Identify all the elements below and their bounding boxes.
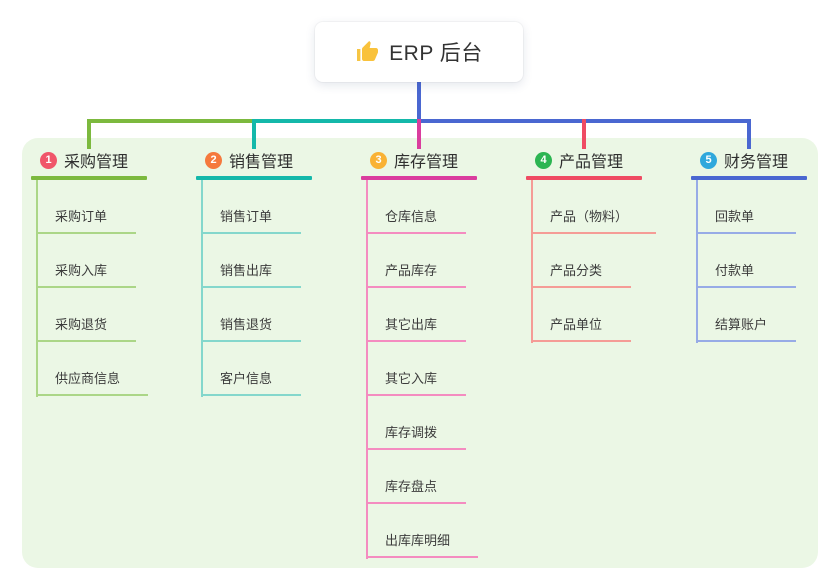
mindmap-node-label: 采购退货 bbox=[55, 317, 108, 332]
mindmap-node-label: 仓库信息 bbox=[385, 209, 438, 224]
branch-title-node[interactable]: 2 销售管理 bbox=[196, 148, 356, 172]
mindmap-node[interactable]: 采购入库 bbox=[36, 234, 136, 288]
branch-connector-h-3 bbox=[417, 119, 421, 123]
branch-title-label: 财务管理 bbox=[724, 154, 789, 171]
mindmap-node[interactable]: 采购退货 bbox=[36, 288, 136, 342]
branch-column-3: 3 库存管理 仓库信息产品库存其它出库其它入库库存调拨库存盘点出库库明细 bbox=[361, 148, 521, 559]
branch-children: 采购订单采购入库采购退货供应商信息 bbox=[36, 180, 191, 397]
mindmap-node[interactable]: 客户信息 bbox=[201, 342, 301, 396]
mindmap-node[interactable]: 其它出库 bbox=[366, 288, 466, 342]
branch-column-4: 4 产品管理 产品（物料） 产品分类产品单位 bbox=[526, 148, 686, 343]
mindmap-node[interactable]: 采购订单 bbox=[36, 180, 136, 234]
mindmap-node-label: 结算账户 bbox=[715, 317, 768, 332]
children-trunk-line bbox=[531, 180, 533, 343]
root-node-erp[interactable]: ERP 后台 bbox=[315, 22, 523, 82]
branch-underline bbox=[361, 176, 477, 180]
mindmap-node-label: 其它入库 bbox=[385, 371, 438, 386]
mindmap-node[interactable]: 库存盘点 bbox=[366, 450, 466, 504]
mindmap-node-label: 产品单位 bbox=[550, 317, 603, 332]
branch-connector-h-1 bbox=[87, 119, 421, 123]
root-stem-line bbox=[417, 82, 421, 121]
mindmap-node-label: 采购订单 bbox=[55, 209, 108, 224]
mindmap-node-label: 采购入库 bbox=[55, 263, 108, 278]
branch-number-badge: 3 bbox=[370, 151, 387, 169]
mindmap-node-label: 产品（物料） bbox=[550, 209, 629, 224]
mindmap-node-label: 出库库明细 bbox=[385, 533, 451, 548]
branch-column-1: 1 采购管理 采购订单采购入库采购退货供应商信息 bbox=[31, 148, 191, 397]
branch-children: 销售订单销售出库销售退货客户信息 bbox=[201, 180, 356, 397]
mindmap-node[interactable]: 产品（物料） bbox=[531, 180, 657, 234]
branch-title-node[interactable]: 4 产品管理 bbox=[526, 148, 686, 172]
children-trunk-line bbox=[366, 180, 368, 559]
mindmap-node-label: 销售订单 bbox=[220, 209, 273, 224]
branch-children: 仓库信息产品库存其它出库其它入库库存调拨库存盘点出库库明细 bbox=[366, 180, 521, 559]
root-node-label: ERP 后台 bbox=[389, 42, 483, 65]
branch-title-node[interactable]: 1 采购管理 bbox=[31, 148, 191, 172]
branch-title-node[interactable]: 5 财务管理 bbox=[691, 148, 839, 172]
mindmap-node[interactable]: 结算账户 bbox=[696, 288, 796, 342]
branch-connector-h-2 bbox=[252, 119, 421, 123]
children-trunk-line bbox=[201, 180, 203, 397]
branch-column-2: 2 销售管理 销售订单销售出库销售退货客户信息 bbox=[196, 148, 356, 397]
branch-number-badge: 5 bbox=[700, 151, 717, 169]
branch-number-badge: 1 bbox=[40, 151, 57, 169]
branch-column-5: 5 财务管理 回款单付款单结算账户 bbox=[691, 148, 839, 343]
branch-underline bbox=[196, 176, 312, 180]
mindmap-node-label: 供应商信息 bbox=[55, 371, 121, 386]
branch-title-label: 库存管理 bbox=[394, 154, 459, 171]
branch-number-badge: 4 bbox=[535, 151, 552, 169]
mindmap-node-label: 其它出库 bbox=[385, 317, 438, 332]
mindmap-node-label: 库存盘点 bbox=[385, 479, 438, 494]
mindmap-node[interactable]: 出库库明细 bbox=[366, 504, 479, 558]
mindmap-node-label: 库存调拨 bbox=[385, 425, 438, 440]
mindmap-panel bbox=[22, 138, 818, 568]
mindmap-node[interactable]: 供应商信息 bbox=[36, 342, 149, 396]
branch-title-label: 采购管理 bbox=[64, 154, 129, 171]
branch-underline bbox=[526, 176, 642, 180]
branch-connector-h-4 bbox=[417, 119, 586, 123]
branch-title-node[interactable]: 3 库存管理 bbox=[361, 148, 521, 172]
mindmap-node[interactable]: 回款单 bbox=[696, 180, 796, 234]
mindmap-node-label: 付款单 bbox=[715, 263, 755, 278]
mindmap-node[interactable]: 产品库存 bbox=[366, 234, 466, 288]
mindmap-node[interactable]: 库存调拨 bbox=[366, 396, 466, 450]
mindmap-node-label: 回款单 bbox=[715, 209, 755, 224]
branch-title-label: 销售管理 bbox=[229, 154, 294, 171]
mindmap-node-label: 客户信息 bbox=[220, 371, 273, 386]
branch-underline bbox=[691, 176, 807, 180]
branch-connector-h-5 bbox=[417, 119, 751, 123]
branch-title-label: 产品管理 bbox=[559, 154, 624, 171]
mindmap-node[interactable]: 其它入库 bbox=[366, 342, 466, 396]
branch-underline bbox=[31, 176, 147, 180]
branch-children: 回款单付款单结算账户 bbox=[696, 180, 839, 343]
mindmap-node-label: 产品库存 bbox=[385, 263, 438, 278]
mindmap-node[interactable]: 销售退货 bbox=[201, 288, 301, 342]
mindmap-node-label: 销售退货 bbox=[220, 317, 273, 332]
mindmap-node-label: 产品分类 bbox=[550, 263, 603, 278]
mindmap-node[interactable]: 销售出库 bbox=[201, 234, 301, 288]
mindmap-node[interactable]: 销售订单 bbox=[201, 180, 301, 234]
mindmap-node[interactable]: 付款单 bbox=[696, 234, 796, 288]
mindmap-node-label: 销售出库 bbox=[220, 263, 273, 278]
mindmap-node[interactable]: 产品分类 bbox=[531, 234, 631, 288]
mindmap-node[interactable]: 产品单位 bbox=[531, 288, 631, 342]
mindmap-node[interactable]: 仓库信息 bbox=[366, 180, 466, 234]
children-trunk-line bbox=[36, 180, 38, 397]
branch-number-badge: 2 bbox=[205, 151, 222, 169]
children-trunk-line bbox=[696, 180, 698, 343]
thumbs-up-icon bbox=[355, 40, 379, 64]
branch-children: 产品（物料） 产品分类产品单位 bbox=[531, 180, 686, 343]
